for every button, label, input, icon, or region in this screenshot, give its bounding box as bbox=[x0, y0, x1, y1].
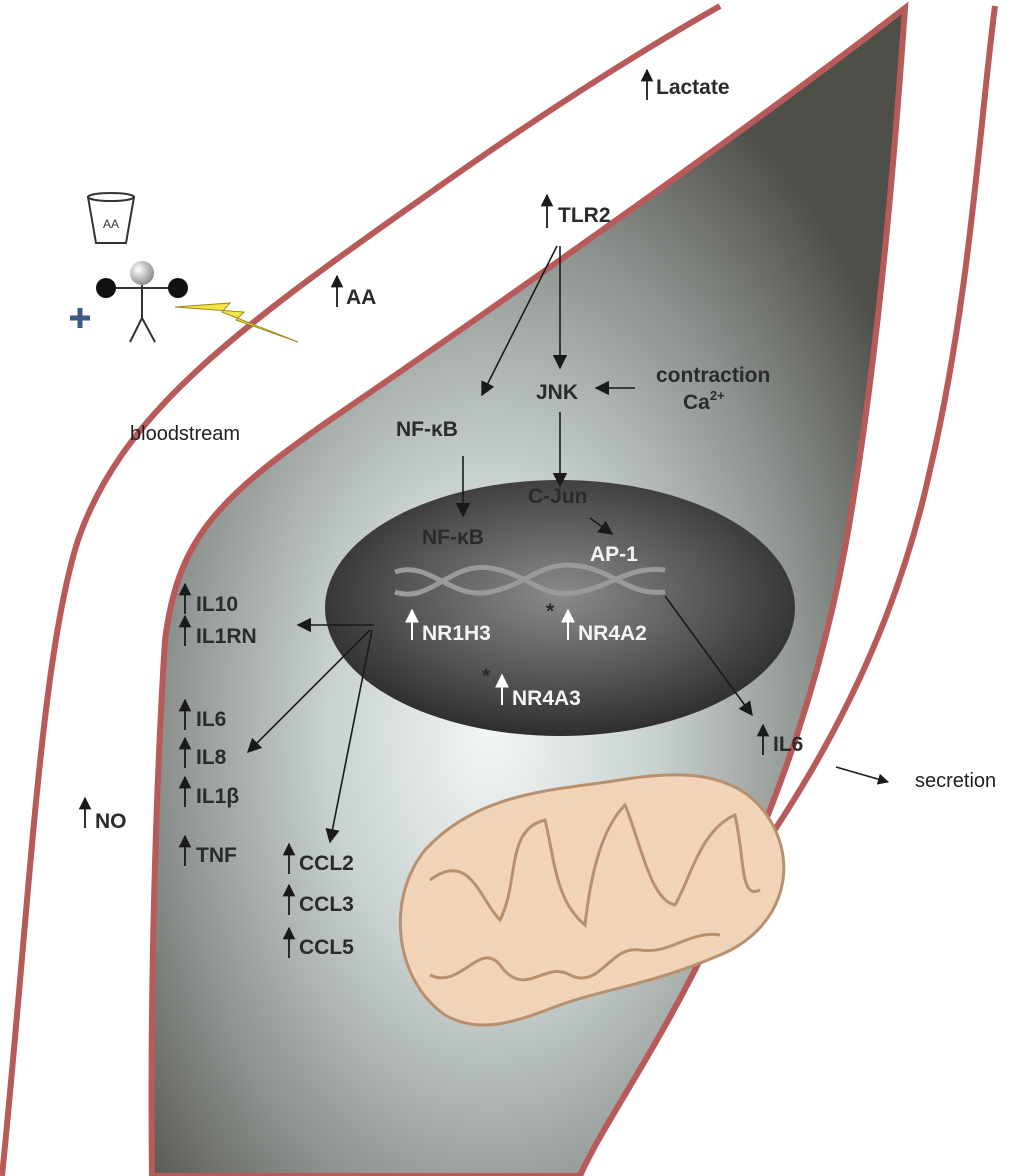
ap1-label: AP-1 bbox=[590, 543, 638, 566]
arrow-secretion bbox=[836, 767, 888, 782]
cytokine-il8: IL8 bbox=[196, 746, 227, 769]
cytokine-il1b: IL1β bbox=[196, 785, 239, 808]
calcium-symbol: Ca bbox=[683, 391, 710, 414]
no-label: NO bbox=[95, 810, 127, 833]
gene-nr4a2: NR4A2 bbox=[578, 622, 647, 645]
cup-label: AA bbox=[103, 217, 119, 231]
nfkb-nucleus-label: NF-κB bbox=[422, 526, 484, 549]
dumbbell-weight-left bbox=[96, 278, 116, 298]
secretion-label: secretion bbox=[915, 770, 996, 792]
asterisk-nr4a3: * bbox=[482, 665, 491, 688]
exercise-stimulus: AA bbox=[70, 193, 298, 342]
gene-nr4a3: NR4A3 bbox=[512, 687, 581, 710]
jnk-label: JNK bbox=[536, 381, 578, 404]
plus-icon bbox=[70, 308, 90, 328]
cytokine-il10: IL10 bbox=[196, 593, 238, 616]
tlr2-label: TLR2 bbox=[558, 204, 611, 227]
chemokine-ccl5: CCL5 bbox=[299, 936, 354, 959]
chemokine-ccl3: CCL3 bbox=[299, 893, 354, 916]
bloodstream-label: bloodstream bbox=[130, 423, 240, 445]
lactate-label: Lactate bbox=[656, 76, 730, 99]
nfkb-cytoplasm-label: NF-κB bbox=[396, 418, 458, 441]
dumbbell-weight-right bbox=[168, 278, 188, 298]
aa-label: AA bbox=[346, 286, 376, 309]
secreted-il6: IL6 bbox=[773, 733, 803, 756]
contraction-label: contraction bbox=[656, 364, 770, 387]
calcium-charge: 2+ bbox=[710, 388, 725, 403]
cjun-label: C-Jun bbox=[528, 485, 588, 508]
asterisk-nr4a2: * bbox=[546, 600, 555, 623]
cytokine-tnf: TNF bbox=[196, 844, 237, 867]
cytokine-il6: IL6 bbox=[196, 708, 226, 731]
person-head-icon bbox=[130, 261, 154, 285]
chemokine-ccl2: CCL2 bbox=[299, 852, 354, 875]
cytokine-il1rn: IL1RN bbox=[196, 625, 257, 648]
gene-nr1h3: NR1H3 bbox=[422, 622, 491, 645]
